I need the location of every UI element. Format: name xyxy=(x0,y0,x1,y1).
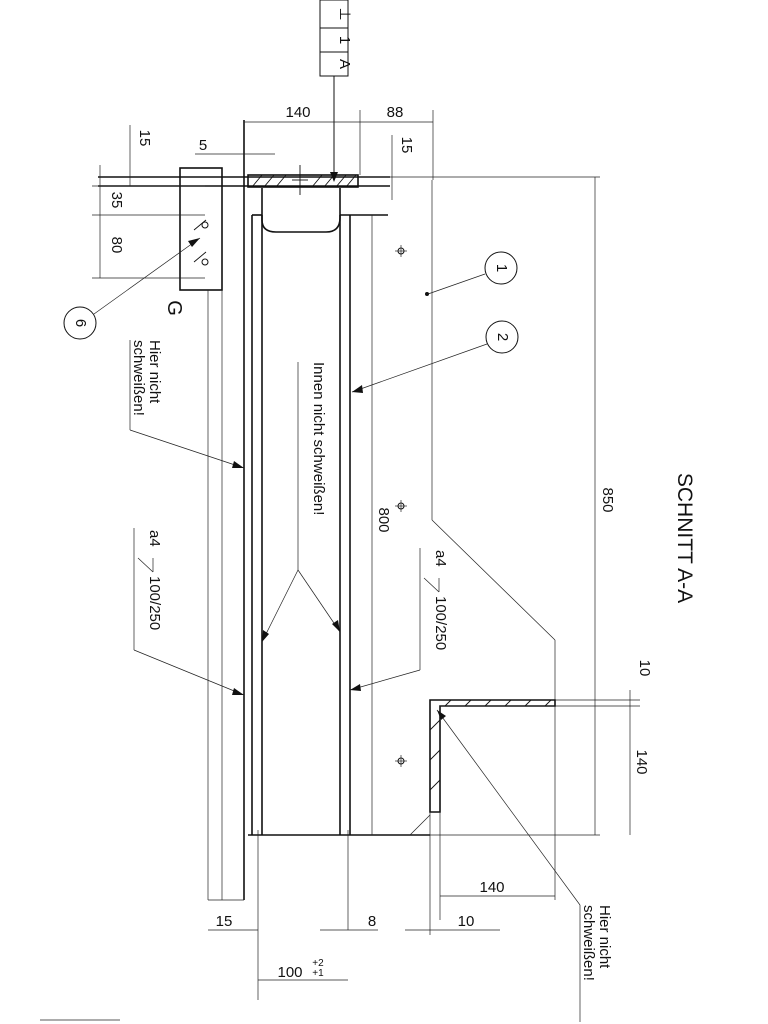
weld-symbol-right: a4 100/250 xyxy=(349,548,449,691)
note-no-weld-inside: Innen nicht schweißen! xyxy=(261,362,341,643)
dim-100-tol-lower: +1 xyxy=(312,968,324,979)
dim-140-top: 140 xyxy=(285,104,310,121)
dim-800: 800 xyxy=(375,507,392,532)
dim-140-bottom: 140 xyxy=(479,879,504,896)
balloon-6: 6 xyxy=(63,237,201,340)
dim-80: 80 xyxy=(108,237,125,254)
frame-symbol-perpendicular: ⊥ xyxy=(336,7,353,20)
note-no-weld-left-line1: Hier nicht xyxy=(146,340,163,404)
dim-850: 850 xyxy=(599,487,616,512)
part-outline xyxy=(98,120,556,1000)
dim-35: 35 xyxy=(108,192,125,209)
dim-100: 100 xyxy=(277,964,302,981)
dim-88: 88 xyxy=(387,104,404,121)
dim-10-right: 10 xyxy=(636,660,653,677)
weld-right-a4: a4 xyxy=(432,550,449,567)
dim-15-left: 15 xyxy=(136,130,153,147)
dim-100-tol-upper: +2 xyxy=(312,958,324,969)
balloon-6-label: 6 xyxy=(72,319,89,327)
note-no-weld-inside-text: Innen nicht schweißen! xyxy=(310,362,327,515)
weld-right-spacing: 100/250 xyxy=(432,596,449,650)
weld-symbol-left: a4 100/250 xyxy=(133,528,245,696)
balloon-2: 2 xyxy=(351,320,519,393)
note-no-weld-bottom: Hier nicht schweißen! xyxy=(436,709,613,1022)
weld-left-spacing: 100/250 xyxy=(146,576,163,630)
note-no-weld-bottom-line2: schweißen! xyxy=(580,905,597,981)
dim-10-bottom: 10 xyxy=(458,913,475,930)
dim-15-right: 15 xyxy=(398,137,415,154)
section-title: SCHNITT A-A xyxy=(673,473,696,603)
note-no-weld-bottom-line1: Hier nicht xyxy=(596,905,613,969)
dim-5: 5 xyxy=(199,137,207,154)
feature-control-frame: ⊥ 1 A xyxy=(319,0,353,182)
frame-symbol-datum: A xyxy=(336,59,353,69)
detail-label-g: G xyxy=(163,300,185,316)
note-no-weld-left: Hier nicht schweißen! xyxy=(129,340,245,469)
center-marks xyxy=(201,221,407,767)
balloon-2-label: 2 xyxy=(494,333,511,341)
frame-symbol-tolerance: 1 xyxy=(336,36,353,44)
balloon-1: 1 xyxy=(425,251,518,296)
dimension-lines xyxy=(92,110,640,981)
note-no-weld-left-line2: schweißen! xyxy=(130,340,147,416)
hatching xyxy=(193,165,552,791)
balloon-1-label: 1 xyxy=(493,264,510,272)
weld-left-a4: a4 xyxy=(146,530,163,547)
dim-8: 8 xyxy=(368,913,376,930)
dim-15-bottom: 15 xyxy=(216,913,233,930)
dim-140-right: 140 xyxy=(633,749,650,774)
